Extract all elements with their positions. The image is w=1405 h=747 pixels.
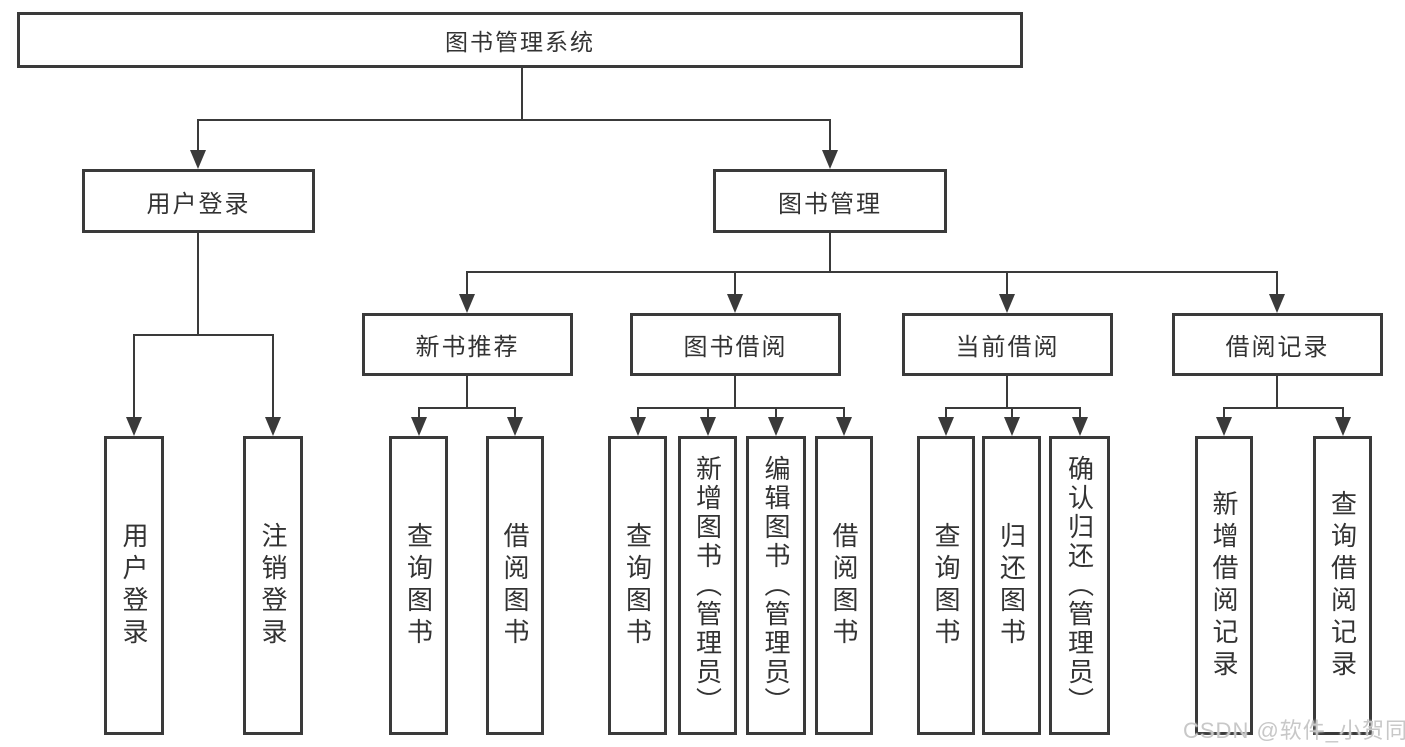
connector-line <box>521 68 523 121</box>
connector-line <box>1006 271 1008 297</box>
connector-arrow <box>630 417 646 436</box>
connector-arrow <box>265 417 281 436</box>
connector-line <box>1342 407 1344 420</box>
connector-line <box>945 407 1081 409</box>
connector-line <box>637 407 845 409</box>
connector-line <box>133 334 274 336</box>
connector-arrow <box>822 150 838 169</box>
connector-line <box>1223 407 1225 420</box>
connector-line <box>637 407 639 420</box>
connector-arrow <box>938 417 954 436</box>
connector-arrow <box>1216 417 1232 436</box>
connector-arrow <box>1072 417 1088 436</box>
node-borrowing-records: 借阅记录 <box>1172 313 1383 376</box>
connector-line <box>466 271 468 297</box>
connector-line <box>272 334 274 419</box>
node-current-borrowing: 当前借阅 <box>902 313 1113 376</box>
node-label: 图书管理 <box>778 190 882 218</box>
connector-arrow <box>411 417 427 436</box>
leaf-query-books-borrowing: 查询图书 <box>608 436 667 735</box>
connector-line <box>197 119 831 121</box>
connector-line <box>707 407 709 420</box>
connector-line <box>466 376 468 409</box>
connector-arrow <box>700 417 716 436</box>
connector-line <box>829 119 831 152</box>
connector-line <box>1223 407 1344 409</box>
leaf-add-books-admin: 新增图书（管理员） <box>678 436 737 735</box>
node-user-login: 用户登录 <box>82 169 315 233</box>
connector-line <box>133 334 135 419</box>
leaf-borrow-books-recommend: 借阅图书 <box>486 436 544 735</box>
csdn-watermark: CSDN @软件_小贺同学 <box>1183 718 1405 743</box>
connector-arrow <box>1335 417 1351 436</box>
connector-line <box>734 376 736 409</box>
connector-line <box>829 233 831 273</box>
connector-arrow <box>727 294 743 313</box>
connector-line <box>197 119 199 152</box>
connector-arrow <box>126 417 142 436</box>
leaf-confirm-return-admin: 确认归还（管理员） <box>1049 436 1110 735</box>
connector-line <box>1006 376 1008 409</box>
connector-line <box>1276 376 1278 409</box>
connector-line <box>945 407 947 420</box>
connector-line <box>775 407 777 420</box>
connector-line <box>466 271 1278 273</box>
connector-arrow <box>999 294 1015 313</box>
connector-arrow <box>1004 417 1020 436</box>
connector-line <box>1079 407 1081 420</box>
connector-arrow <box>507 417 523 436</box>
connector-line <box>197 233 199 336</box>
connector-line <box>1011 407 1013 420</box>
connector-arrow <box>190 150 206 169</box>
node-label: 用户登录 <box>146 190 251 218</box>
leaf-borrow-books-borrowing: 借阅图书 <box>815 436 873 735</box>
connector-arrow <box>768 417 784 436</box>
connector-line <box>1276 271 1278 297</box>
connector-arrow <box>1269 294 1285 313</box>
connector-line <box>418 407 516 409</box>
leaf-query-books-current: 查询图书 <box>917 436 975 735</box>
connector-line <box>418 407 420 420</box>
node-label: 借阅记录 <box>1225 334 1330 361</box>
connector-arrow <box>459 294 475 313</box>
leaf-user-login: 用户登录 <box>104 436 164 735</box>
leaf-add-borrow-record: 新增借阅记录 <box>1195 436 1253 735</box>
node-label: 新书推荐 <box>415 334 520 361</box>
leaf-return-books: 归还图书 <box>982 436 1041 735</box>
node-new-book-recommend: 新书推荐 <box>362 313 573 376</box>
connector-line <box>843 407 845 420</box>
leaf-query-books-recommend: 查询图书 <box>389 436 448 735</box>
leaf-logout: 注销登录 <box>243 436 303 735</box>
node-label: 图书管理系统 <box>445 29 595 55</box>
connector-arrow <box>836 417 852 436</box>
node-library-system: 图书管理系统 <box>17 12 1023 68</box>
node-label: 当前借阅 <box>955 334 1060 361</box>
node-book-management: 图书管理 <box>713 169 947 233</box>
leaf-edit-books-admin: 编辑图书（管理员） <box>746 436 806 735</box>
node-book-borrowing: 图书借阅 <box>630 313 841 376</box>
connector-line <box>514 407 516 420</box>
node-label: 图书借阅 <box>683 334 788 361</box>
connector-line <box>734 271 736 297</box>
leaf-query-borrow-record: 查询借阅记录 <box>1313 436 1372 735</box>
